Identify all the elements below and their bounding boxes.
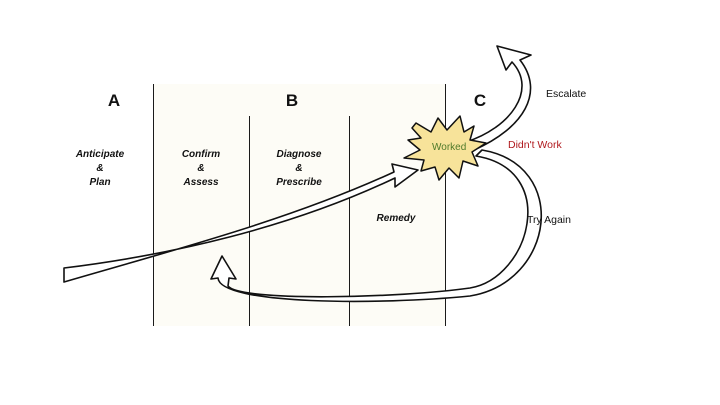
try-again-label: Try Again [527,214,571,226]
section-b-letter: B [285,91,299,110]
divider-b-c [445,84,446,326]
escalate-arrow [465,45,532,151]
divider-diagnose-remedy [349,116,350,326]
section-c-letter: C [473,91,487,110]
section-b-shading [154,84,446,326]
section-a-letter: A [107,91,121,110]
stage-confirm-assess: Confirm & Assess [181,149,221,188]
divider-a-b [153,84,154,326]
stage-diagnose-prescribe: Diagnose & Prescribe [276,149,322,188]
stage-remedy: Remedy [376,213,416,224]
escalate-label: Escalate [546,88,587,100]
stage-anticipate-plan: Anticipate & Plan [75,149,125,188]
try-again-loop-arrow [210,149,542,303]
didnt-work-label: Didn't Work [508,139,562,151]
worked-starburst-icon [403,115,487,181]
divider-confirm-diagnose [249,116,250,326]
worked-label: Worked [432,142,467,153]
main-progress-arrow [63,163,419,283]
